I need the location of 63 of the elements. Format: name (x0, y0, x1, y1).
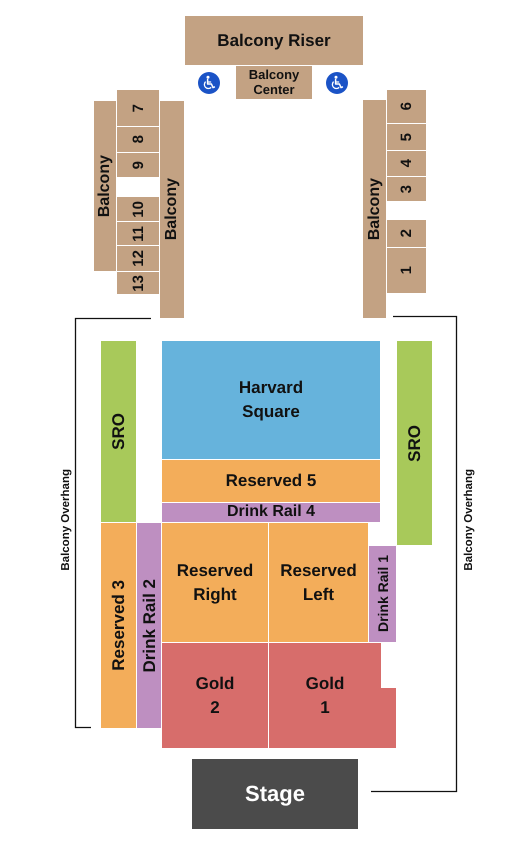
section-label: Reserved 5 (226, 471, 316, 491)
section-label: 8 (130, 135, 146, 144)
seating-section (94, 101, 116, 271)
section-label: 1 (399, 266, 414, 275)
section-label: SRO (110, 413, 127, 450)
seating-section (117, 272, 159, 294)
seating-section (117, 197, 159, 221)
seating-section (387, 220, 426, 247)
section-label: Balcony (97, 154, 113, 218)
section-label: 13 (130, 274, 146, 292)
seating-section (387, 124, 426, 150)
section-label: 6 (399, 102, 414, 111)
section-label: 7 (130, 104, 146, 112)
seating-section (160, 101, 184, 318)
section-label: 4 (399, 159, 414, 168)
seating-section (162, 523, 268, 642)
seating-section (185, 16, 363, 65)
section-label: Balcony Riser (217, 30, 331, 50)
seating-section (162, 503, 380, 522)
section-label: SRO (406, 424, 423, 462)
section-label: Drink Rail 4 (226, 503, 316, 522)
seating-section (162, 643, 268, 748)
seating-section (397, 341, 432, 545)
seating-section (117, 127, 159, 152)
section-label: Gold 2 (194, 672, 236, 718)
section-label: Harvard Square (238, 377, 304, 423)
section-label: 2 (399, 229, 414, 238)
seating-section (387, 90, 426, 123)
overhang-label: Balcony Overhang (464, 469, 475, 571)
section-label: 5 (399, 132, 414, 142)
section-label: Balcony (366, 178, 382, 240)
section-label: Drink Rail 1 (376, 555, 390, 633)
section-label: 11 (130, 226, 146, 242)
seating-section (101, 341, 136, 522)
overhang-label: Balcony Overhang (60, 469, 72, 571)
section-label: 12 (130, 250, 146, 267)
section-label: Reserved 3 (110, 580, 127, 671)
seating-section (137, 523, 161, 728)
section-label: Reserved Left (279, 560, 358, 606)
section-label: Gold 1 (304, 672, 346, 718)
seating-section (369, 546, 396, 642)
seating-section (236, 66, 312, 99)
seating-section (117, 246, 159, 271)
seating-section (363, 100, 386, 318)
seating-section (117, 222, 159, 245)
seating-section (101, 523, 136, 728)
seating-section (387, 177, 426, 201)
stage-label: Stage (245, 781, 305, 807)
seating-section (117, 153, 159, 177)
section-label: Reserved Right (176, 560, 254, 606)
seating-section (162, 460, 380, 502)
seating-section (117, 90, 159, 126)
seating-section (162, 341, 380, 459)
section-label: Balcony Center (248, 68, 300, 97)
seating-section (269, 523, 368, 642)
seating-section (387, 151, 426, 176)
section-label: 9 (130, 160, 146, 170)
section-label: Balcony (164, 178, 180, 241)
section-label: 10 (130, 200, 146, 218)
seating-section (387, 248, 426, 293)
section-label: Drink Rail 2 (140, 578, 158, 672)
section-label: 3 (399, 184, 414, 194)
stage-block (192, 759, 358, 829)
